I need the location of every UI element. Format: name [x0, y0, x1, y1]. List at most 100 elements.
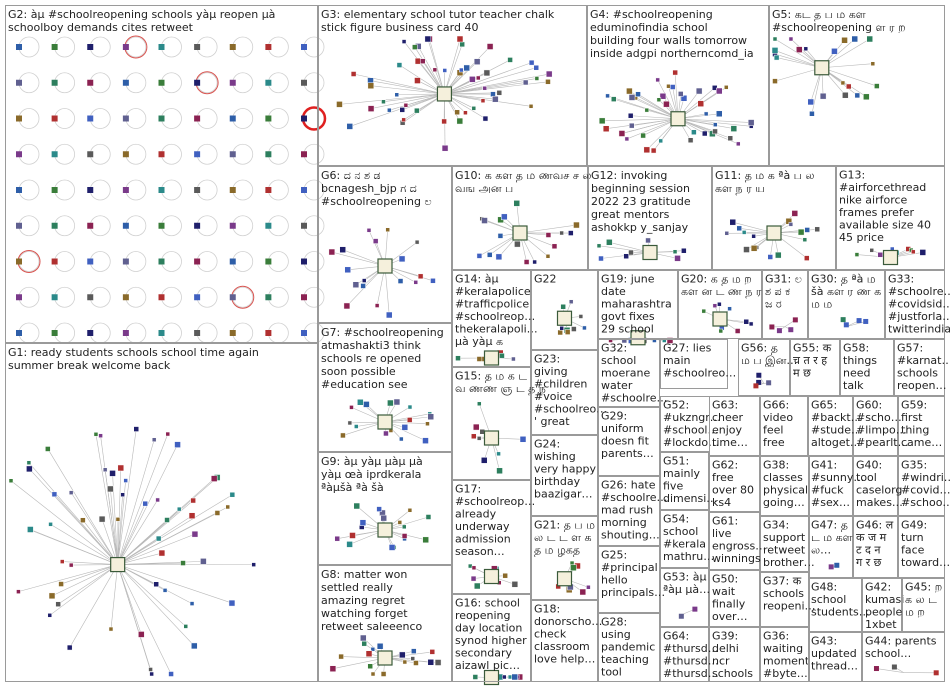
g2-node[interactable]	[158, 330, 165, 336]
g2-node[interactable]	[301, 222, 307, 229]
g6-node[interactable]	[343, 302, 351, 310]
g3-node[interactable]	[350, 71, 357, 77]
g2-node[interactable]	[87, 151, 94, 158]
g2-node[interactable]	[87, 44, 94, 50]
g8-node[interactable]	[367, 663, 373, 670]
g6-node[interactable]	[344, 266, 351, 274]
g2-node[interactable]	[229, 258, 236, 265]
g2-node[interactable]	[265, 151, 272, 158]
g2-node[interactable]	[265, 187, 272, 193]
g2-node[interactable]	[194, 294, 201, 301]
g11-node[interactable]	[751, 234, 756, 239]
g6-node[interactable]	[413, 280, 419, 285]
g5-node[interactable]	[841, 37, 848, 44]
g2-node[interactable]	[16, 222, 22, 229]
g5-node[interactable]	[845, 83, 852, 90]
g5-node[interactable]	[803, 46, 809, 52]
g8-node[interactable]	[361, 640, 367, 647]
g4-node[interactable]	[716, 110, 723, 118]
g20-node[interactable]	[734, 328, 741, 334]
g1-node[interactable]	[214, 510, 221, 516]
g5-node[interactable]	[874, 83, 880, 89]
g1-node[interactable]	[165, 431, 171, 437]
g22-node[interactable]	[560, 304, 566, 310]
g19-hub-node[interactable]	[630, 330, 646, 346]
g3-node[interactable]	[456, 117, 464, 125]
g4-node[interactable]	[713, 122, 718, 127]
g10-node[interactable]	[568, 230, 574, 236]
g5-node[interactable]	[807, 98, 815, 106]
g4-node[interactable]	[703, 111, 709, 117]
g7-node[interactable]	[425, 421, 430, 426]
g1-node[interactable]	[117, 464, 125, 472]
g8-node[interactable]	[338, 653, 344, 660]
g3-node[interactable]	[414, 77, 421, 84]
g10-node[interactable]	[514, 240, 521, 248]
g12-node[interactable]	[674, 255, 681, 262]
g3-node[interactable]	[534, 76, 540, 81]
g21-node[interactable]	[570, 564, 577, 572]
g9-node[interactable]	[407, 508, 413, 513]
g3-node[interactable]	[463, 110, 468, 115]
g10-node[interactable]	[545, 232, 552, 238]
g2-node[interactable]	[301, 294, 307, 301]
g15-node[interactable]	[471, 433, 477, 440]
g4-node[interactable]	[629, 122, 635, 129]
g8-node[interactable]	[399, 651, 406, 659]
g1-node[interactable]	[180, 560, 186, 566]
g31-node[interactable]	[776, 328, 782, 334]
g10-node[interactable]	[481, 217, 488, 224]
g5-node[interactable]	[772, 78, 778, 84]
g9-node[interactable]	[380, 514, 387, 522]
g15-node[interactable]	[480, 457, 488, 464]
g3-node[interactable]	[507, 57, 513, 63]
g7-node[interactable]	[401, 424, 409, 431]
g5-node[interactable]	[854, 92, 861, 99]
g2-node[interactable]	[51, 115, 58, 122]
g3-node[interactable]	[459, 67, 464, 73]
g1-node[interactable]	[229, 491, 236, 498]
g3-node[interactable]	[545, 79, 551, 85]
g8-hub-node[interactable]	[377, 650, 393, 666]
g1-node[interactable]	[158, 549, 166, 557]
g10-node[interactable]	[551, 243, 558, 250]
g2-node[interactable]	[301, 187, 307, 193]
g4-node[interactable]	[627, 112, 634, 119]
g9-node[interactable]	[334, 535, 340, 542]
g2-node[interactable]	[122, 258, 129, 265]
g1-node[interactable]	[107, 485, 114, 493]
g3-node[interactable]	[401, 39, 407, 44]
g47-node[interactable]	[828, 564, 834, 570]
g8-node[interactable]	[411, 648, 417, 654]
g22-hub-node[interactable]	[556, 310, 573, 326]
g1-node[interactable]	[142, 500, 148, 507]
g9-node[interactable]	[401, 524, 407, 530]
g8-node[interactable]	[434, 659, 442, 666]
g3-node[interactable]	[336, 101, 343, 108]
g16-node[interactable]	[472, 674, 479, 680]
g3-node[interactable]	[432, 67, 438, 73]
g4-node[interactable]	[736, 141, 741, 147]
g2-node[interactable]	[16, 79, 22, 86]
g15-node[interactable]	[496, 451, 501, 457]
g1-node[interactable]	[45, 446, 51, 452]
g22-node[interactable]	[571, 326, 577, 332]
g3-node[interactable]	[441, 118, 447, 125]
g6-node[interactable]	[366, 228, 372, 233]
g6-node[interactable]	[417, 273, 424, 280]
g2-node[interactable]	[194, 187, 201, 193]
g13-node[interactable]	[919, 249, 927, 256]
g4-node[interactable]	[644, 107, 650, 113]
g4-node[interactable]	[659, 92, 667, 100]
g2-node[interactable]	[51, 258, 58, 265]
g9-node[interactable]	[349, 532, 356, 539]
g56-node[interactable]	[756, 379, 762, 385]
g17-node[interactable]	[470, 575, 477, 582]
g2-node[interactable]	[194, 115, 201, 122]
g17-node[interactable]	[467, 563, 473, 569]
g3-node[interactable]	[401, 117, 406, 123]
g4-node[interactable]	[716, 87, 723, 95]
g2-node[interactable]	[229, 79, 236, 86]
g1-node[interactable]	[151, 437, 157, 442]
g10-node[interactable]	[523, 259, 530, 265]
